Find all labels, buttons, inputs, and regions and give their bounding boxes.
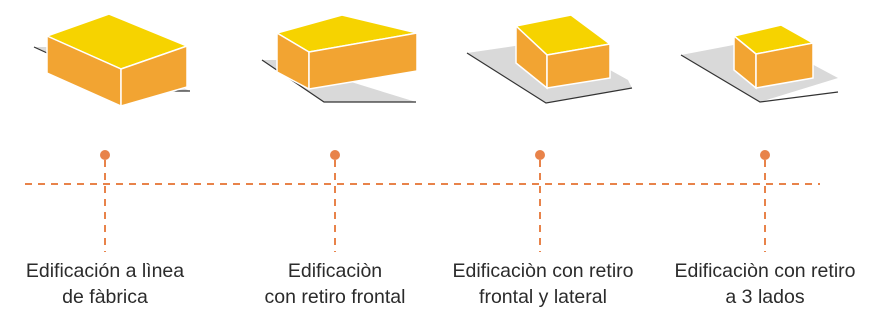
building-right-face — [546, 43, 611, 89]
label-retiro-frontal: Edificaciòn con retiro frontal — [220, 258, 450, 310]
label-line: frontal y lateral — [479, 286, 607, 308]
label-retiro-frontal-lateral: Edificaciòn con retiro frontal y lateral — [428, 258, 658, 310]
marker-retiro-frontal — [330, 150, 340, 252]
illustration-retiro-frontal — [261, 14, 418, 103]
illustration-retiro-3-lados — [680, 24, 839, 103]
building-right-face — [120, 44, 188, 107]
label-linea-de-fabrica: Edificación a lìnea de fàbrica — [0, 258, 220, 310]
marker-dot — [330, 150, 340, 160]
label-line: Edificaciòn — [287, 260, 383, 282]
label-line: con retiro frontal — [264, 286, 406, 308]
label-retiro-3-lados: Edificaciòn con retiro a 3 lados — [650, 258, 878, 310]
building-right-face — [755, 42, 814, 89]
marker-dot — [760, 150, 770, 160]
label-line: a 3 lados — [725, 286, 805, 308]
marker-retiro-frontal-lateral — [535, 150, 545, 252]
label-line: Edificaciòn con retiro — [452, 260, 634, 282]
marker-linea-de-fabrica — [100, 150, 110, 252]
marker-dot — [100, 150, 110, 160]
building-front-face — [308, 32, 418, 90]
lot-outline — [680, 54, 839, 103]
label-line: Edificaciòn con retiro — [674, 260, 856, 282]
lot-outline — [466, 52, 633, 104]
label-line: de fàbrica — [62, 286, 148, 308]
marker-retiro-3-lados — [760, 150, 770, 252]
illustration-linea-de-fabrica — [33, 13, 190, 108]
marker-dot — [535, 150, 545, 160]
label-line: Edificación a lìnea — [25, 260, 185, 282]
illustration-retiro-frontal-lateral — [466, 14, 633, 104]
